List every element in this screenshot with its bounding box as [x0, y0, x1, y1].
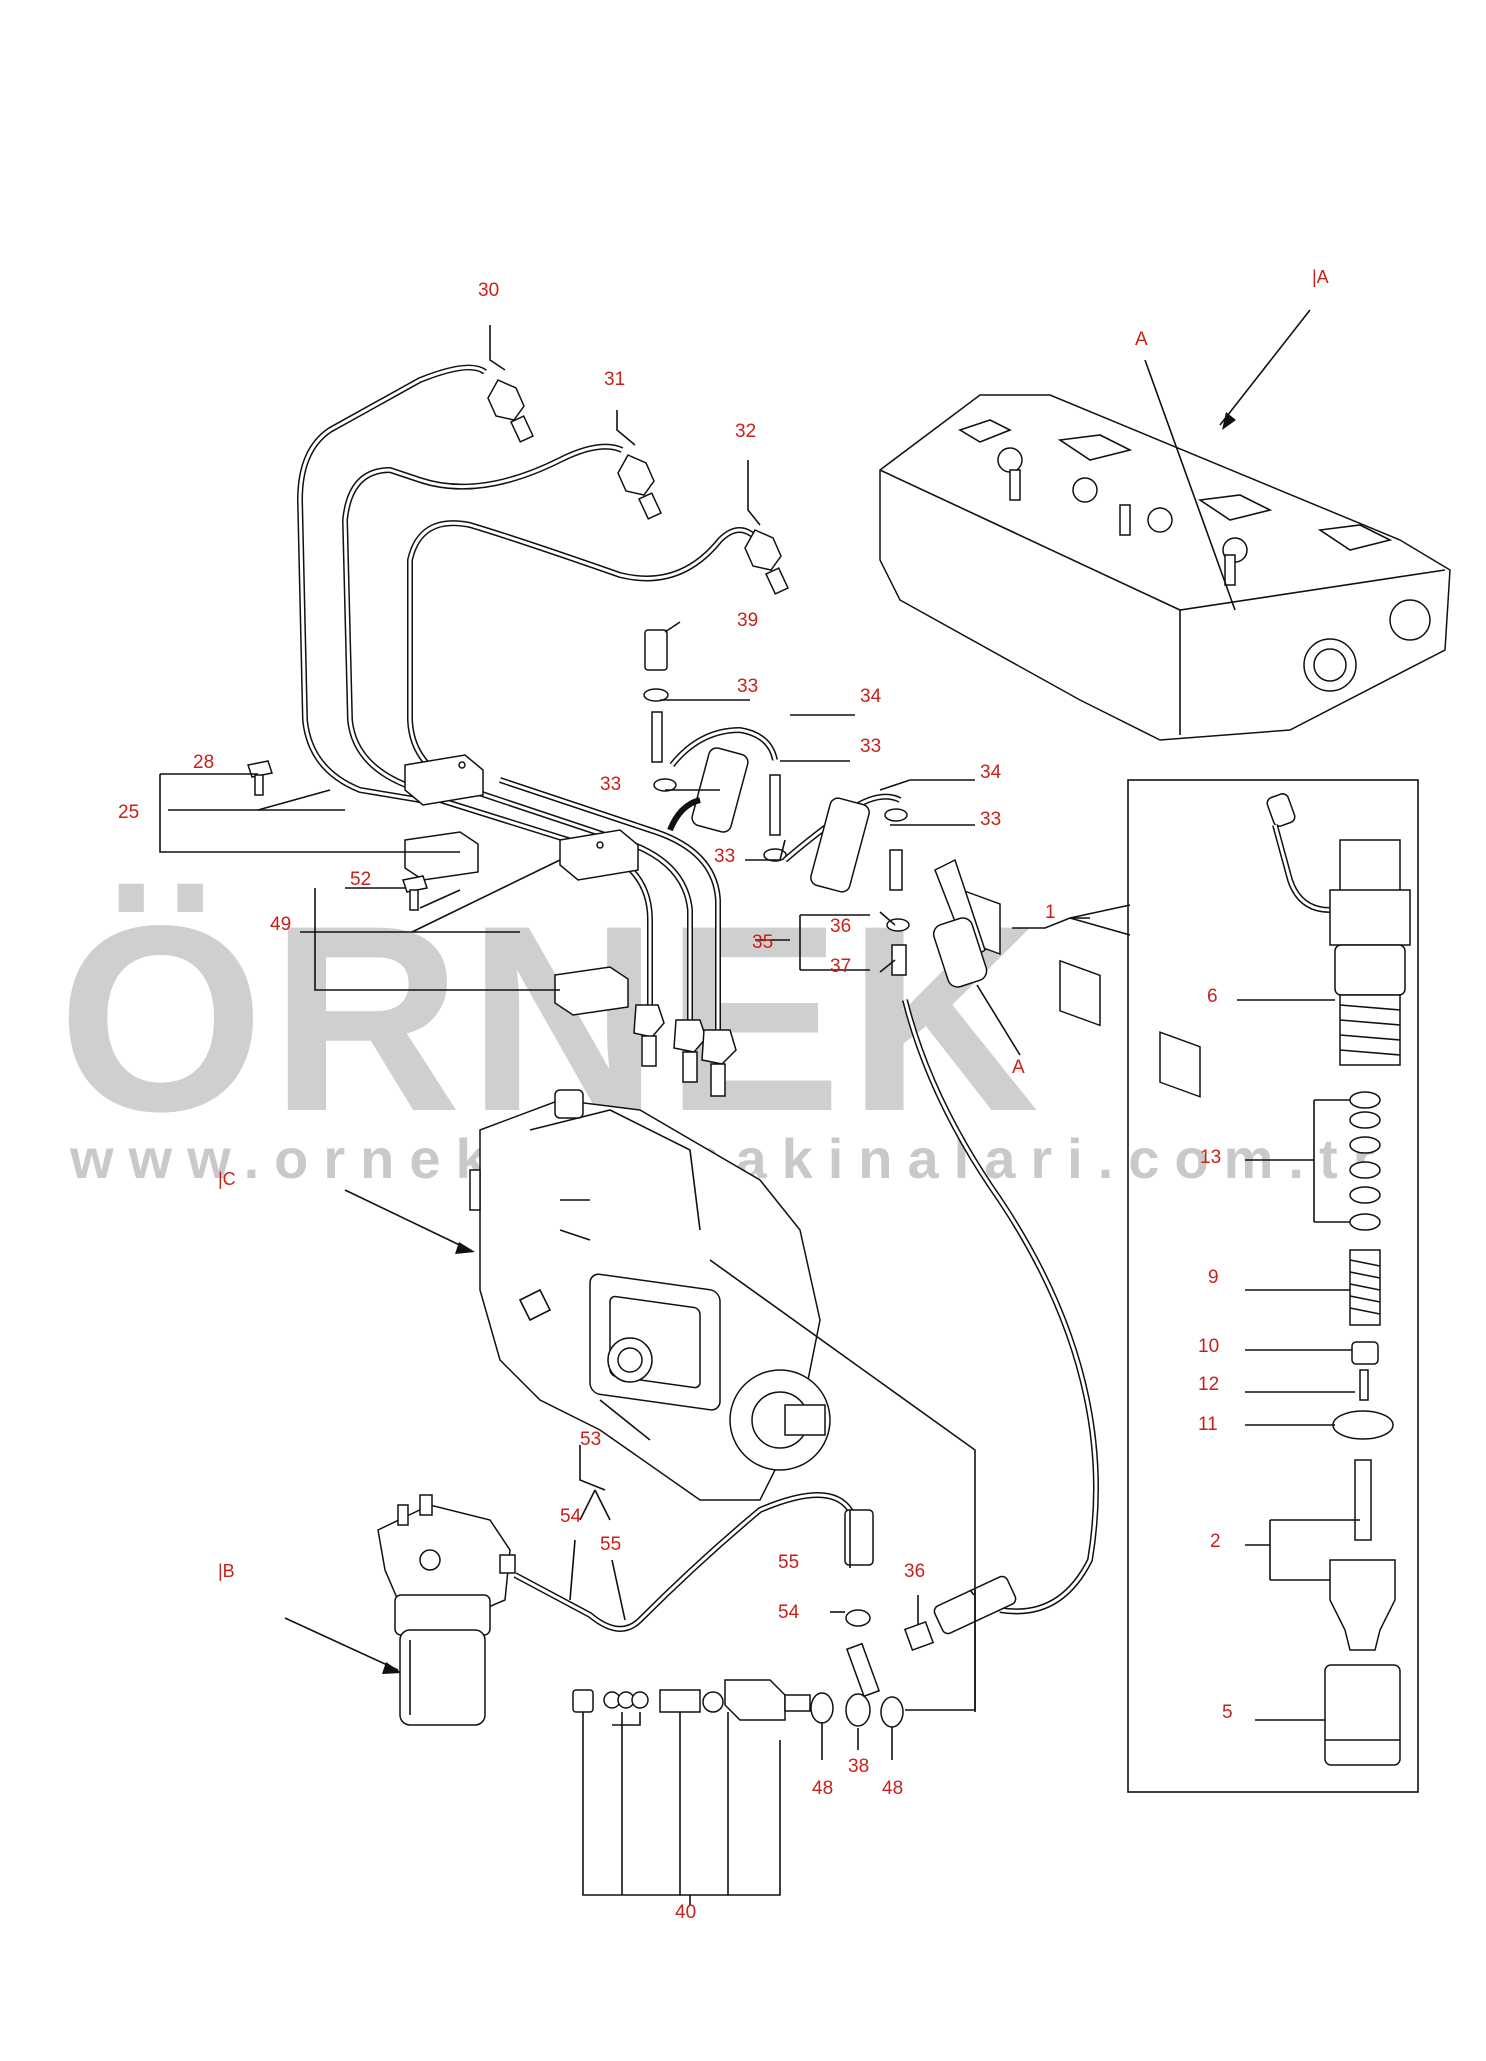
label-33-c: 33	[600, 774, 621, 795]
label-9: 9	[1208, 1267, 1219, 1288]
label-40: 40	[675, 1902, 696, 1923]
label-36-a: 36	[830, 916, 851, 937]
section-b-label: |B	[218, 1561, 235, 1581]
label-25: 25	[118, 802, 139, 823]
label-11: 11	[1198, 1414, 1218, 1435]
label-12: 12	[1198, 1374, 1219, 1395]
section-c-label: |C	[218, 1169, 236, 1189]
injection-pump	[469, 1089, 831, 1501]
label-2: 2	[1210, 1531, 1221, 1552]
label-32: 32	[735, 421, 756, 442]
label-6: 6	[1207, 986, 1218, 1007]
label-34-a: 34	[860, 686, 882, 707]
label-13: 13	[1200, 1147, 1221, 1168]
label-55-b: 55	[778, 1552, 799, 1573]
fuel-filter	[377, 1494, 516, 1726]
leader-lines	[159, 325, 1360, 1905]
label-30: 30	[478, 280, 499, 301]
nozzle-detail-parts	[1266, 793, 1411, 1766]
cylinder-head	[879, 394, 1451, 1098]
label-10: 10	[1198, 1336, 1219, 1357]
label-33-a: 33	[737, 676, 758, 697]
label-34-b: 34	[980, 762, 1002, 783]
label-54-b: 54	[778, 1602, 800, 1623]
label-33-d: 33	[980, 809, 1001, 830]
label-28: 28	[193, 752, 214, 773]
label-5: 5	[1222, 1702, 1233, 1723]
label-1: 1	[1045, 902, 1056, 923]
label-33-e: 33	[714, 846, 735, 867]
label-49: 49	[270, 914, 291, 935]
label-39: 39	[737, 610, 758, 631]
injection-pipes	[296, 364, 789, 1097]
label-36-b: 36	[904, 1561, 925, 1582]
label-48-b: 48	[882, 1778, 903, 1799]
label-35: 35	[752, 932, 773, 953]
section-a-label: |A	[1312, 267, 1329, 287]
label-53: 53	[580, 1429, 601, 1450]
label-54-a: 54	[560, 1506, 582, 1527]
label-52: 52	[350, 869, 371, 890]
label-33-b: 33	[860, 736, 881, 757]
mark-a-top: A	[1135, 329, 1148, 350]
label-38: 38	[848, 1756, 869, 1777]
nozzle-detail-frame	[1127, 779, 1419, 1793]
label-48-a: 48	[812, 1778, 833, 1799]
label-55-a: 55	[600, 1534, 621, 1555]
section-markers: |A |B |C A A	[218, 267, 1329, 1581]
label-31: 31	[604, 369, 625, 390]
mark-a-leader-top	[1144, 359, 1236, 611]
part-labels: 30 31 32 39 33 34 33 33 34 33 33 36 35 3…	[118, 280, 1233, 1923]
section-arrows	[284, 309, 1311, 1674]
label-37: 37	[830, 956, 851, 977]
mark-a-bottom: A	[1012, 1057, 1025, 1078]
pipe-clamps	[247, 754, 639, 1016]
